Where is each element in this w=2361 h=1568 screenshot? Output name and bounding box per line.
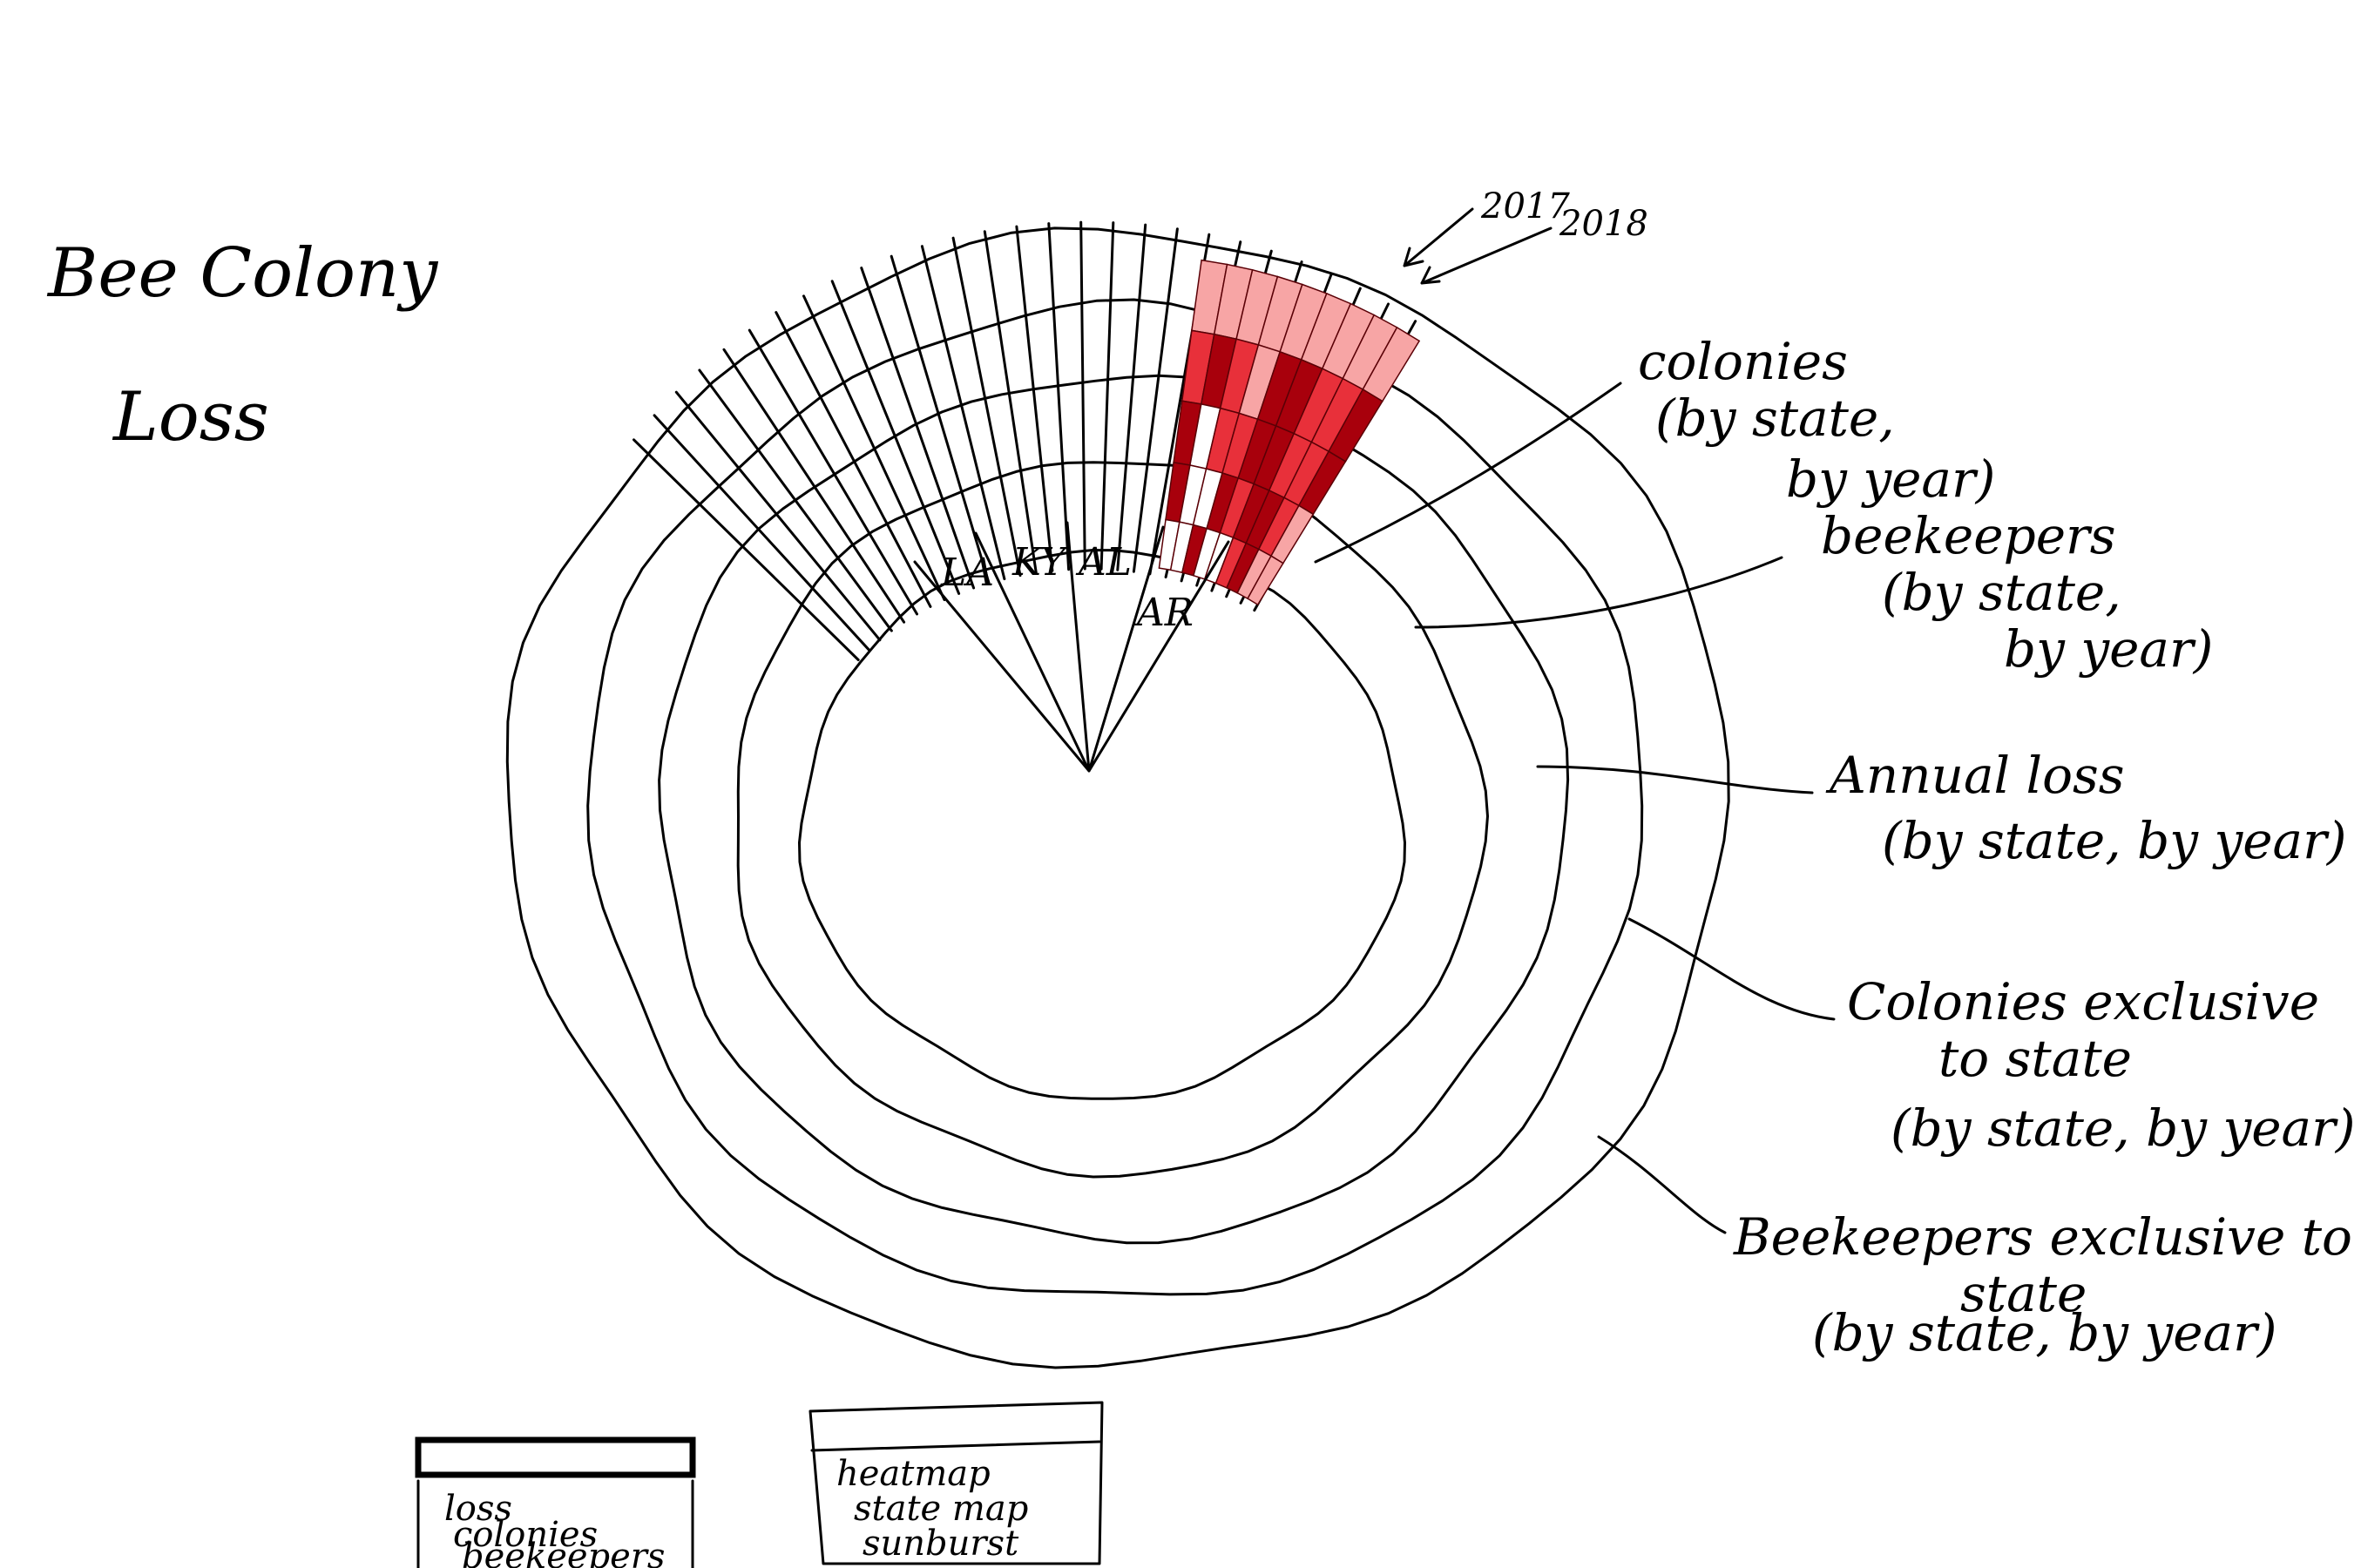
year-label-2018: 2018 bbox=[1559, 204, 1648, 244]
annotation-colonies-exclusive-l2: to state bbox=[1938, 1029, 2132, 1088]
spoke bbox=[1132, 227, 1179, 573]
year-labels: 2017 2018 bbox=[1403, 186, 1648, 285]
spoke bbox=[802, 294, 946, 601]
annotations: colonies (by state, by year) beekeepers … bbox=[1314, 332, 2355, 1362]
annotation-beekeepers-l1: beekeepers bbox=[1821, 506, 2116, 565]
state-wedges: LA KY AL AR bbox=[913, 521, 1230, 773]
spoke bbox=[653, 414, 870, 652]
annotation-colonies-l3: by year) bbox=[1786, 449, 1995, 509]
annotation-colonies-l2: (by state, bbox=[1655, 389, 1895, 448]
ring-5 bbox=[505, 226, 1730, 1369]
view-dropdown-frame[interactable] bbox=[808, 1401, 1104, 1565]
spoke bbox=[674, 390, 882, 642]
leader-annual-loss bbox=[1536, 765, 1814, 794]
ring-4 bbox=[586, 298, 1644, 1296]
leader-colonies bbox=[1314, 382, 1622, 564]
annotation-colonies-l1: colonies bbox=[1638, 332, 1848, 391]
heatmap-cells bbox=[1158, 259, 1421, 606]
view-dropdown-divider bbox=[810, 1440, 1101, 1452]
annotation-colonies-exclusive-l3: (by state, by year) bbox=[1891, 1098, 2355, 1158]
spoke bbox=[951, 236, 1022, 578]
spoke bbox=[920, 245, 1006, 581]
spoke bbox=[1015, 225, 1054, 572]
spoke bbox=[748, 328, 918, 616]
leader-beekeepers-exclusive bbox=[1597, 1135, 1727, 1234]
sunburst-rings bbox=[505, 226, 1730, 1369]
state-label-ar: AR bbox=[1133, 591, 1194, 635]
view-option-heatmap[interactable]: heatmap bbox=[836, 1454, 991, 1494]
annotation-beekeepers-exclusive-l3: (by state, by year) bbox=[1812, 1303, 2276, 1362]
title-line2: Loss bbox=[112, 378, 269, 456]
spoke bbox=[860, 267, 976, 590]
metric-dropdown-header[interactable] bbox=[415, 1436, 696, 1478]
spoke bbox=[983, 230, 1038, 574]
state-label-la: LA bbox=[940, 551, 994, 595]
heat-cell bbox=[1247, 555, 1284, 606]
spoke bbox=[830, 280, 961, 595]
state-wedge-lines bbox=[913, 521, 1230, 773]
year-label-2017: 2017 bbox=[1480, 186, 1570, 226]
leader-beekeepers bbox=[1414, 556, 1783, 629]
metric-dropdown-list-frame bbox=[416, 1479, 694, 1568]
title: Bee Colony Loss bbox=[46, 234, 438, 456]
spoke bbox=[890, 254, 991, 585]
annotation-annual-loss-l1: Annual loss bbox=[1825, 746, 2125, 805]
metric-dropdown[interactable]: loss colonies beekeepers bbox=[415, 1436, 696, 1568]
metric-option-colonies[interactable]: colonies bbox=[453, 1515, 598, 1555]
annotation-beekeepers-l3: by year) bbox=[2004, 619, 2213, 679]
view-option-sunburst[interactable]: sunburst bbox=[863, 1524, 1019, 1564]
state-label-ky: KY bbox=[1011, 540, 1069, 585]
spoke bbox=[633, 438, 860, 661]
annotation-annual-loss-l2: (by state, by year) bbox=[1882, 811, 2346, 870]
annotation-beekeepers-exclusive-l1: Beekeepers exclusive to bbox=[1733, 1207, 2352, 1267]
state-label-al: AL bbox=[1075, 540, 1132, 585]
arrow-2018 bbox=[1420, 226, 1553, 285]
spoke bbox=[698, 368, 893, 632]
arrow-2017 bbox=[1403, 207, 1474, 267]
spoke bbox=[1116, 223, 1147, 571]
spoke bbox=[775, 311, 932, 608]
title-line1: Bee Colony bbox=[46, 234, 438, 313]
annotation-beekeepers-l2: (by state, bbox=[1882, 563, 2121, 622]
spoke bbox=[1079, 220, 1086, 571]
view-option-state-map[interactable]: state map bbox=[854, 1489, 1028, 1529]
spoke bbox=[1047, 222, 1071, 571]
metric-option-beekeepers[interactable]: beekeepers bbox=[462, 1537, 665, 1568]
ring-1 bbox=[798, 549, 1406, 1100]
spoke bbox=[722, 348, 906, 624]
leader-colonies-exclusive bbox=[1627, 917, 1836, 1021]
annotation-colonies-exclusive-l1: Colonies exclusive bbox=[1847, 972, 2319, 1031]
spoke bbox=[1099, 221, 1115, 571]
view-dropdown[interactable]: heatmap state map sunburst bbox=[808, 1401, 1104, 1565]
metric-option-loss[interactable]: loss bbox=[444, 1489, 512, 1529]
annotation-beekeepers-exclusive-l2: state bbox=[1960, 1264, 2087, 1323]
ring-3 bbox=[658, 374, 1570, 1245]
